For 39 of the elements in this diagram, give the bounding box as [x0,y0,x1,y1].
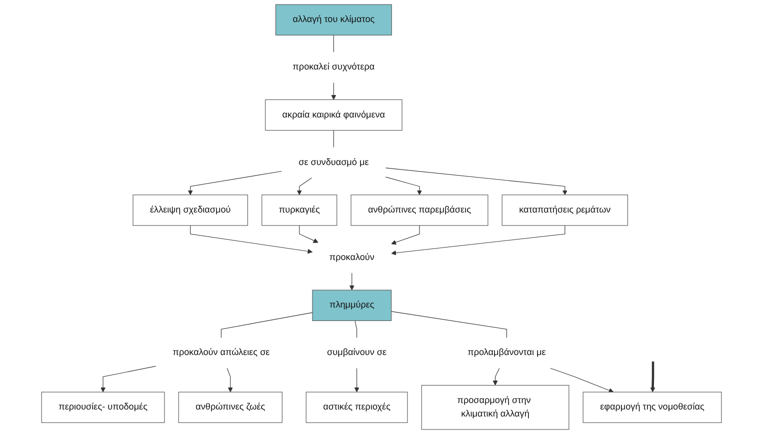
arrow [385,168,568,196]
connector [391,311,507,338]
node-box: ανθρώπινες παρεμβάσεις [350,194,488,226]
arrow [190,225,313,254]
arrow [226,368,233,392]
node-text: σε συνδυασμό με [298,158,369,168]
node-text: προκαλούν απώλειες σε [172,348,270,358]
arrow [492,368,500,386]
node-box: αστικές περιοχές [306,392,408,423]
arrow [299,225,318,243]
node-box: πυρκαγιές [262,194,338,226]
arrow [100,366,156,392]
connector [354,320,358,338]
arrow [354,368,360,392]
arrow [650,361,656,392]
connector [333,34,334,52]
node-box: εφαρμογή της νομοθεσίας [582,392,722,423]
node-text: προκαλούν [329,252,374,262]
connector [333,130,334,148]
node-box: προσαρμογή στην κλιματική αλλαγή [421,385,570,430]
node-text: συμβαίνουν σε [327,348,387,358]
node-box: καταπατήσεις ρεμάτων [502,194,628,226]
node-text: προκαλεί συχνότερα [292,62,375,72]
node-box: αλλαγή του κλίματος [275,4,392,36]
node-box: ανθρώπινες ζωές [178,392,282,423]
arrow [188,170,282,196]
node-text: προλαμβάνονται με [468,348,546,358]
arrow [296,178,312,196]
connector [220,312,313,338]
arrow [349,272,354,290]
arrow [391,225,420,245]
arrow [550,368,614,393]
arrow [385,176,422,196]
arrow [331,82,336,100]
node-box: ακραία καιρικά φαινόμενα [265,99,402,131]
node-box: πλημμύρες [312,290,392,321]
node-box: έλλειψη σχεδιασμού [132,194,248,226]
arrow [391,225,566,256]
node-box: περιουσίες- υποδομές [41,392,165,423]
